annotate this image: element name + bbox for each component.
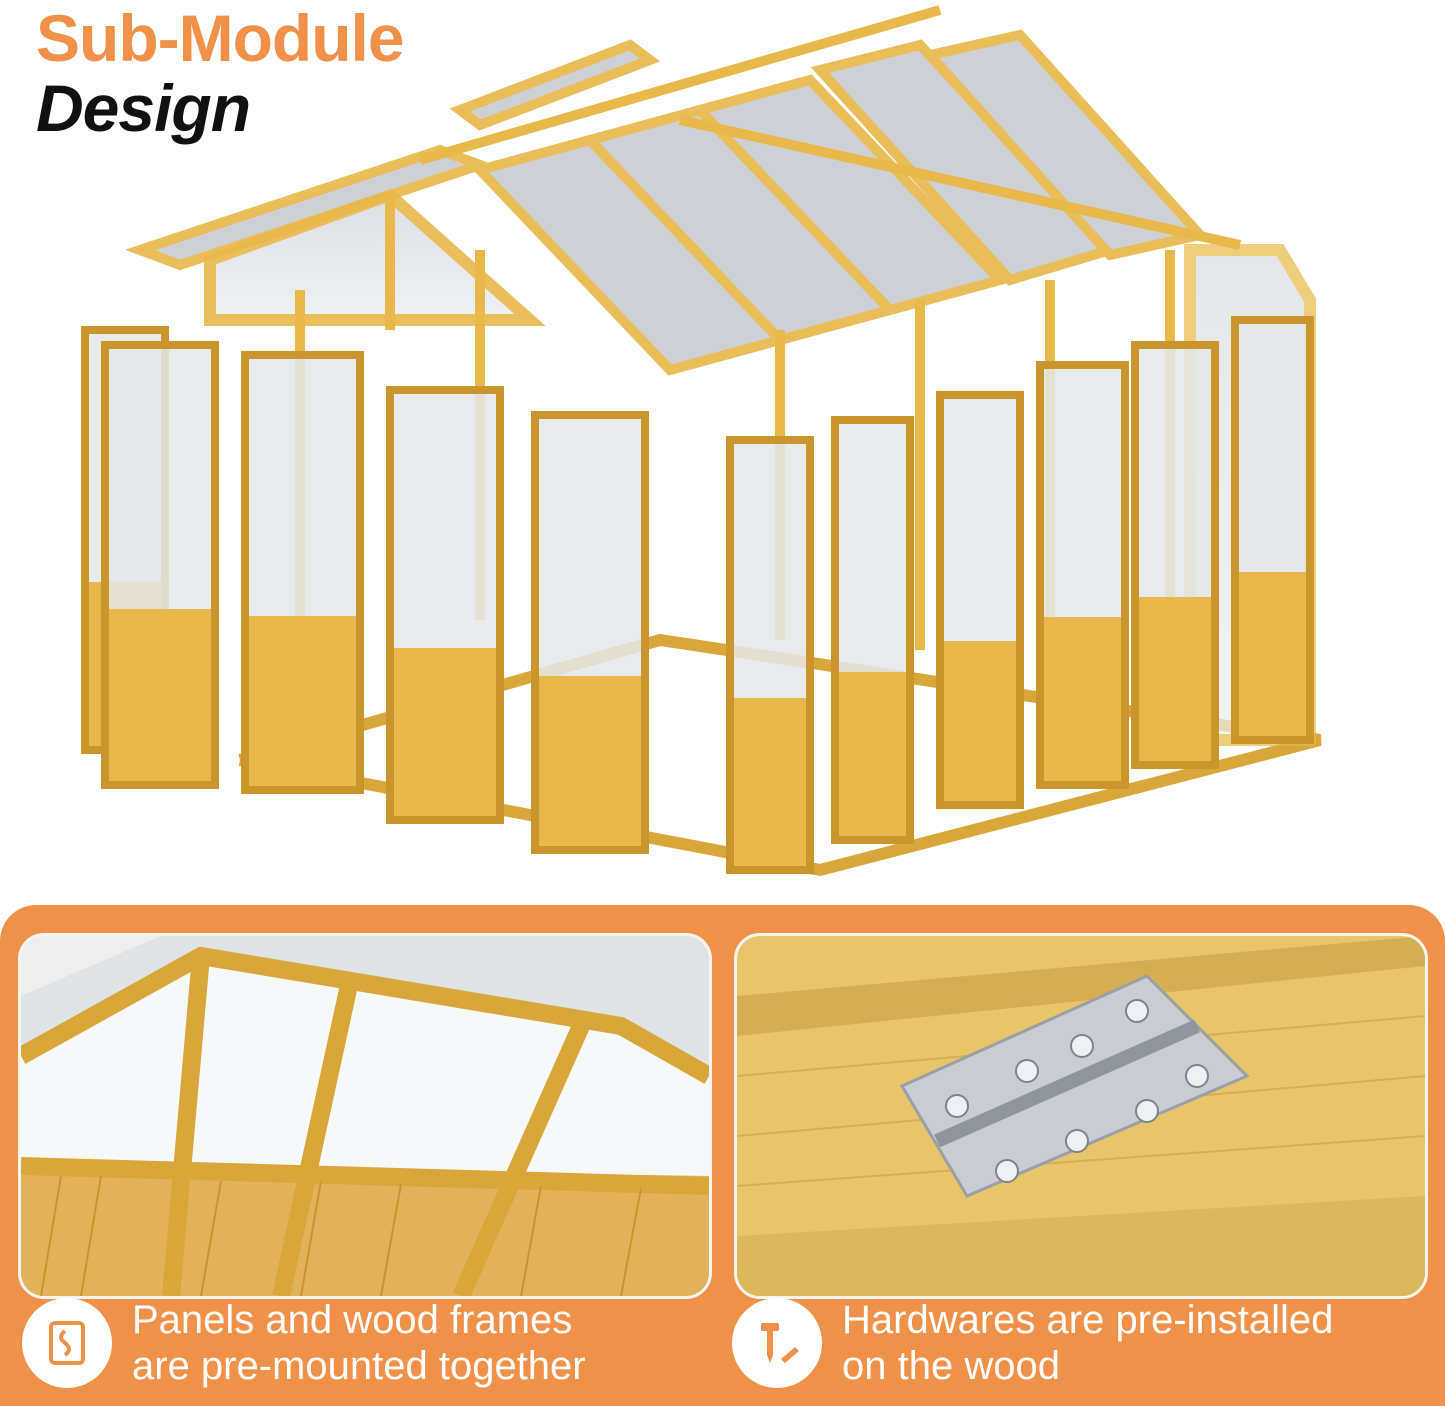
feature-pre-installed: Hardwares are pre-installed on the wood: [732, 1297, 1333, 1389]
feature-panel: Panels and wood frames are pre-mounted t…: [0, 905, 1445, 1406]
panel-frame-photo: [18, 933, 712, 1299]
title-line-2: Design: [36, 71, 251, 145]
wall-panel: [101, 341, 219, 789]
hinge-photo: [734, 933, 1428, 1299]
wall-panel: [936, 391, 1024, 809]
feature-1-line-2: are pre-mounted together: [132, 1344, 586, 1388]
greenhouse-exploded-illustration: [81, 5, 1322, 877]
feature-2-line-2: on the wood: [842, 1344, 1060, 1388]
panel-frame-icon: [22, 1298, 112, 1388]
wall-panel: [726, 436, 814, 874]
wall-panel: [1231, 316, 1314, 744]
wall-panel: [386, 386, 504, 824]
feature-pre-mounted: Panels and wood frames are pre-mounted t…: [22, 1297, 586, 1389]
wall-panel: [531, 411, 649, 854]
wall-panel: [241, 351, 364, 794]
feature-2-line-1: Hardwares are pre-installed: [842, 1298, 1334, 1342]
wall-panel: [831, 416, 914, 844]
wall-panel: [1131, 341, 1219, 769]
screw-wrench-icon: [732, 1298, 822, 1388]
feature-1-line-1: Panels and wood frames: [132, 1298, 573, 1342]
hinge-icon: [899, 974, 1250, 1198]
wall-panel: [1036, 361, 1129, 789]
title-line-1: Sub-Module: [36, 1, 405, 75]
